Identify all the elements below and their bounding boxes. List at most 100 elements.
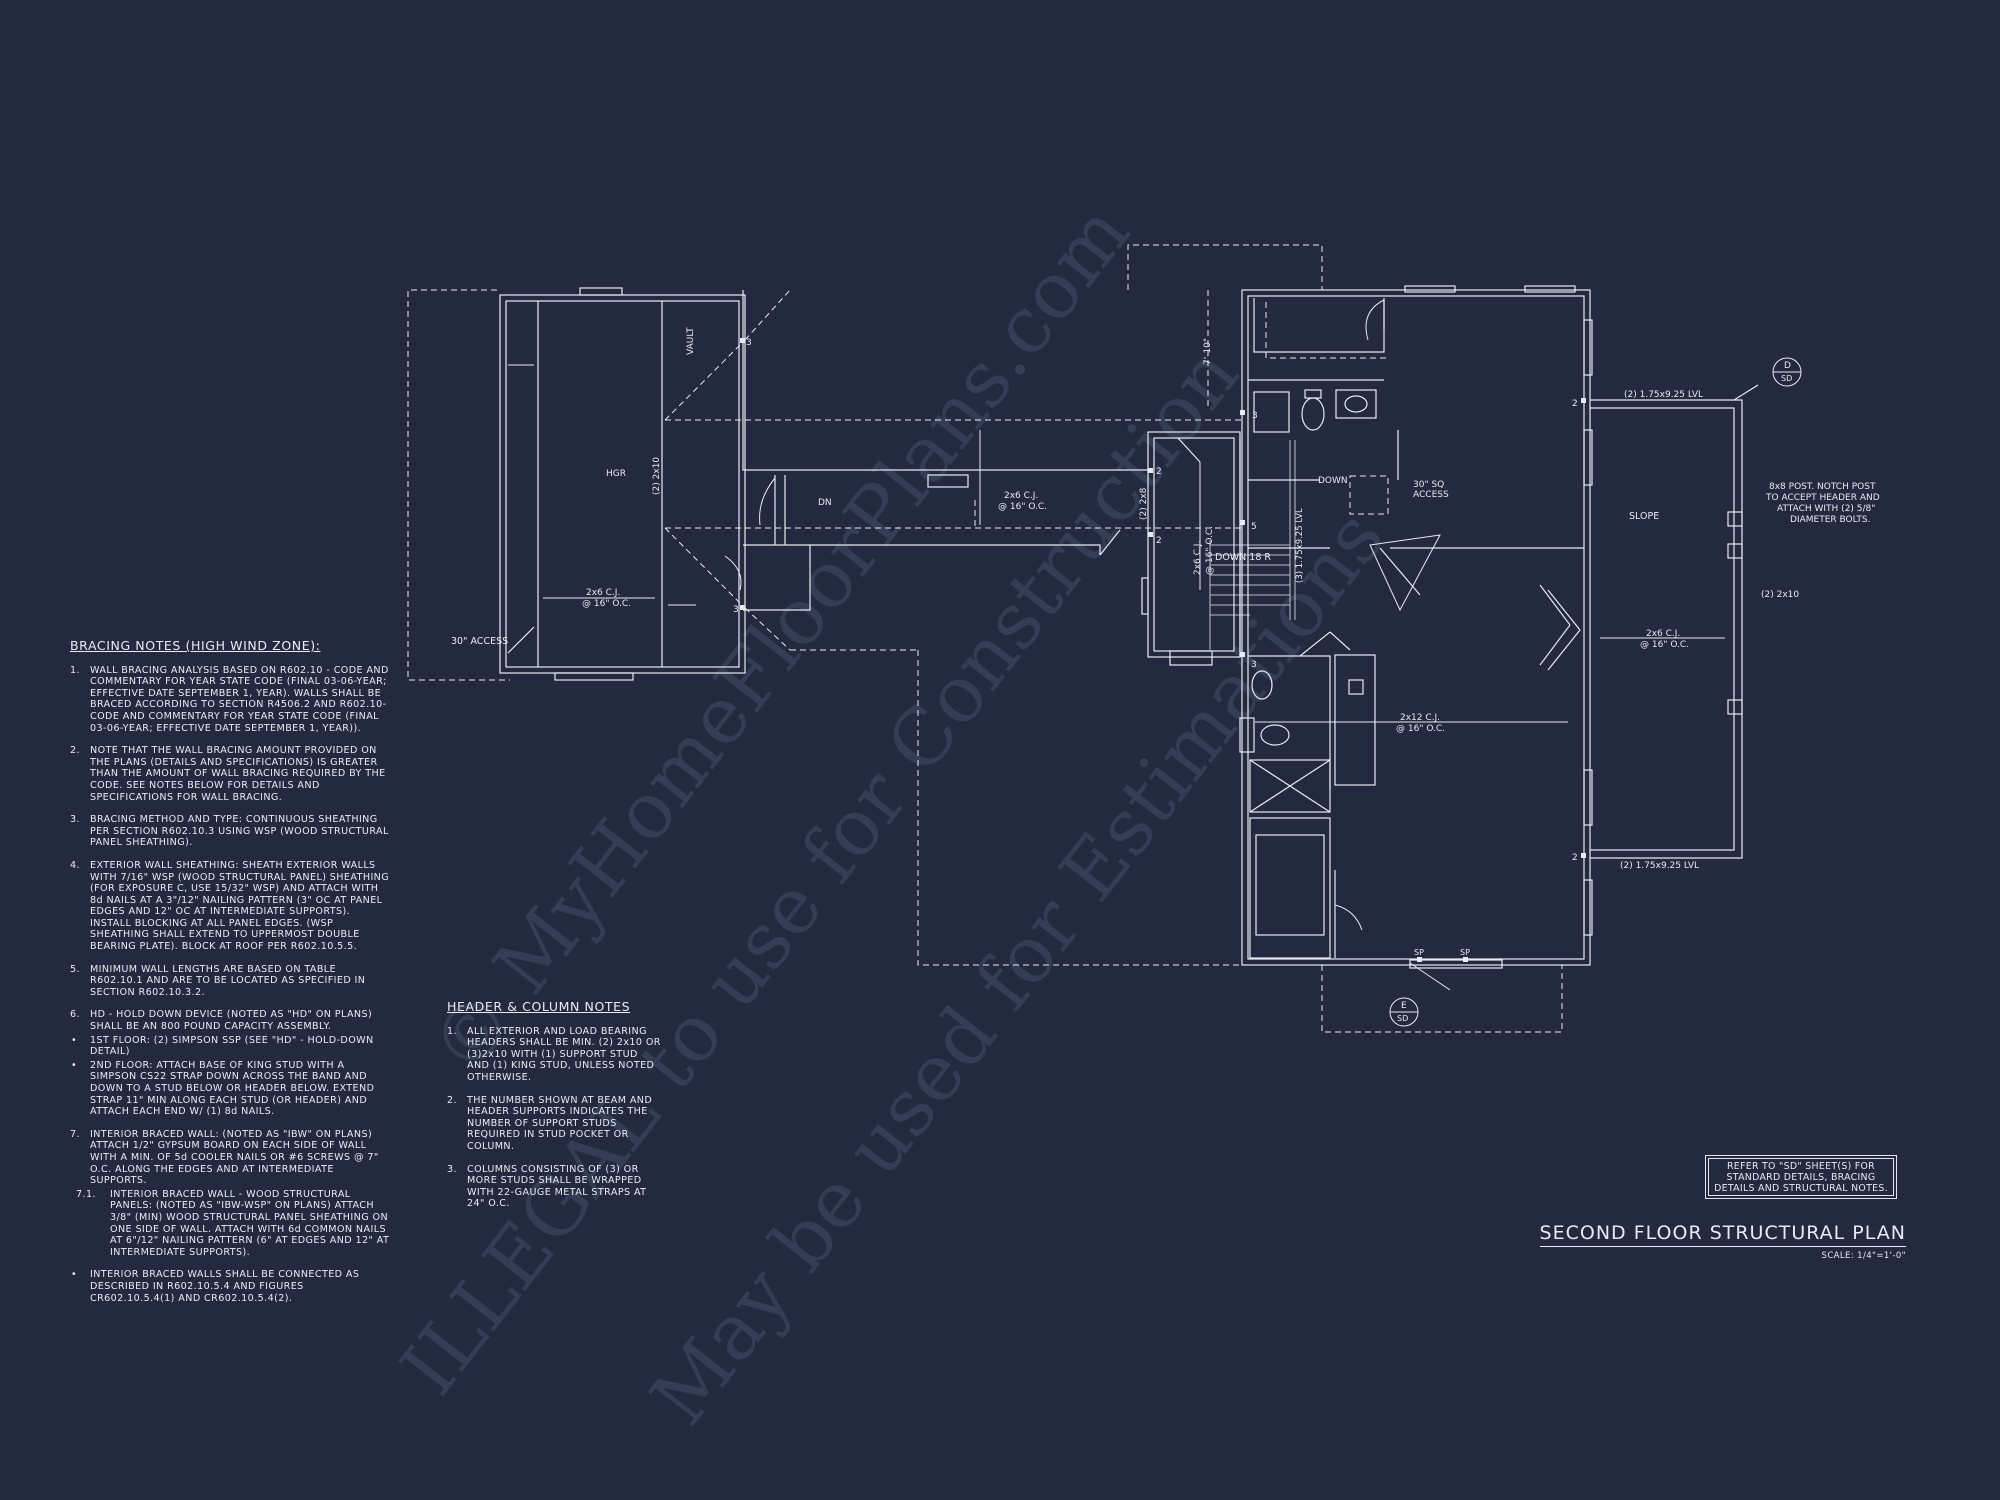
bracing-note-item-text: 1ST FLOOR: (2) SIMPSON SSP (SEE "HD" - H… bbox=[90, 1034, 374, 1058]
stud-count-3: 2 bbox=[1156, 467, 1162, 477]
label-access-sq2: ACCESS bbox=[1413, 490, 1449, 500]
header-note-item: 2. THE NUMBER SHOWN AT BEAM AND HEADER SU… bbox=[447, 1095, 662, 1153]
sd-reference-box: REFER TO "SD" SHEET(S) FOR STANDARD DETA… bbox=[1705, 1155, 1897, 1199]
label-post-note-3: ATTACH WITH (2) 5/8" bbox=[1777, 504, 1875, 514]
bracing-note-item-text: BRACING METHOD AND TYPE: CONTINUOUS SHEA… bbox=[90, 814, 389, 849]
label-lvl-bottom: (2) 1.75x9.25 LVL bbox=[1620, 861, 1699, 871]
header-note-item: 1. ALL EXTERIOR AND LOAD BEARING HEADERS … bbox=[447, 1026, 662, 1084]
label-lvl-stair: (3) 1.75x9.25 LVL bbox=[1295, 508, 1305, 583]
bracing-note-item-number: 6. bbox=[70, 1009, 80, 1021]
plan-scale: SCALE: 1/4"=1'-0" bbox=[1821, 1251, 1906, 1261]
label-down-stair: DOWN 18 R bbox=[1215, 552, 1271, 563]
label-access-sq: 30" SQ bbox=[1413, 480, 1444, 490]
stair-treads bbox=[1209, 440, 1296, 650]
label-slope: SLOPE bbox=[1629, 511, 1659, 522]
bracing-note-item: 5. MINIMUM WALL LENGTHS ARE BASED ON TABL… bbox=[70, 964, 390, 999]
label-cj-mid: 2x6 C.J. bbox=[1004, 491, 1038, 501]
label-cj-left-oc: @ 16" O.C. bbox=[582, 599, 631, 609]
section-tag-e bbox=[1389, 997, 1419, 1027]
bracing-note-item: 1. WALL BRACING ANALYSIS BASED ON R602.10… bbox=[70, 665, 390, 735]
bracing-note-item: 6. HD - HOLD DOWN DEVICE (NOTED AS "HD" O… bbox=[70, 1009, 390, 1032]
section-tag-d bbox=[1772, 357, 1802, 387]
bracing-notes-title: BRACING NOTES (HIGH WIND ZONE): bbox=[70, 638, 321, 653]
right-block-walls bbox=[1239, 285, 1593, 969]
bracing-note-item-text: NOTE THAT THE WALL BRACING AMOUNT PROVID… bbox=[90, 745, 386, 803]
header-note-item: 3.COLUMNS CONSISTING OF (3) OR MORE STUD… bbox=[447, 1164, 662, 1210]
label-cj-mid-oc: @ 16" O.C. bbox=[998, 502, 1047, 512]
label-sp-1: SP bbox=[1414, 948, 1424, 957]
stud-count-6: 5 bbox=[1251, 522, 1257, 532]
label-hgr: HGR bbox=[606, 469, 626, 479]
bracing-note-item-text: WALL BRACING ANALYSIS BASED ON R602.10 -… bbox=[90, 664, 389, 734]
bracing-note-item-number: 5. bbox=[70, 963, 80, 975]
header-note-item-text: ALL EXTERIOR AND LOAD BEARING HEADERS SH… bbox=[467, 1025, 661, 1083]
center-bridge-walls bbox=[724, 290, 1148, 611]
stud-count-2: 3 bbox=[733, 605, 739, 615]
bracing-note-item-text: INTERIOR BRACED WALLS SHALL BE CONNECTED… bbox=[90, 1269, 360, 1304]
bracing-note-item-text: HD - HOLD DOWN DEVICE (NOTED AS "HD" ON … bbox=[90, 1009, 373, 1033]
header-column-notes: HEADER & COLUMN NOTES 1. ALL EXTERIOR AND… bbox=[447, 999, 662, 1221]
bracing-notes: BRACING NOTES (HIGH WIND ZONE): 1. WALL B… bbox=[70, 638, 390, 1315]
label-cj-stair-oc: @ 16" O.C. bbox=[1205, 526, 1215, 575]
bracing-note-item-text: INTERIOR BRACED WALL: (NOTED AS "IBW" ON… bbox=[90, 1128, 379, 1187]
stair-core-walls bbox=[1141, 431, 1296, 666]
label-post-note-1: 8x8 POST. NOTCH POST bbox=[1769, 482, 1876, 492]
bracing-note-item: 2. NOTE THAT THE WALL BRACING AMOUNT PROV… bbox=[70, 745, 390, 803]
header-notes-list: 1. ALL EXTERIOR AND LOAD BEARING HEADERS … bbox=[447, 1026, 662, 1210]
label-access-30: 30" ACCESS bbox=[451, 636, 508, 647]
tag-d-bottom: SD bbox=[1781, 374, 1792, 383]
label-header-2x10: (2) 2x10 bbox=[652, 457, 662, 495]
label-cj-left: 2x6 C.J. bbox=[586, 588, 620, 598]
header-note-item-number: 2. bbox=[447, 1094, 457, 1106]
label-cj-main-oc: @ 16" O.C. bbox=[1396, 724, 1445, 734]
bracing-notes-list: 1. WALL BRACING ANALYSIS BASED ON R602.10… bbox=[70, 665, 390, 1305]
bracing-note-item-number: 7.1. bbox=[76, 1188, 96, 1200]
bracing-note-item: 4. EXTERIOR WALL SHEATHING: SHEATH EXTERI… bbox=[70, 860, 390, 953]
label-cj-stair: 2x6 C.J. bbox=[1193, 541, 1203, 575]
plan-title: SECOND FLOOR STRUCTURAL PLAN bbox=[1530, 1222, 1906, 1247]
header-note-item-text: THE NUMBER SHOWN AT BEAM AND HEADER SUPP… bbox=[467, 1094, 653, 1152]
bracing-note-item-number: 7. bbox=[70, 1128, 80, 1140]
bracing-note-item: 7.1. INTERIOR BRACED WALL - WOOD STRUCTUR… bbox=[70, 1189, 390, 1259]
label-vault: VAULT bbox=[686, 327, 696, 355]
stud-count-1: 3 bbox=[746, 338, 752, 348]
label-post-note-4: DIAMETER BOLTS. bbox=[1790, 515, 1870, 525]
label-dim-7-10: 7'-10" bbox=[1203, 338, 1213, 365]
bracing-note-item-number: • bbox=[71, 1059, 78, 1071]
bracing-note-item-text: MINIMUM WALL LENGTHS ARE BASED ON TABLE … bbox=[90, 963, 366, 998]
label-cj-porch-oc: @ 16" O.C. bbox=[1640, 640, 1689, 650]
stud-count-8: 2 bbox=[1572, 399, 1578, 409]
stud-count-5: 3 bbox=[1252, 411, 1258, 421]
tag-e-bottom: SD bbox=[1397, 1014, 1408, 1023]
header-note-item-text: COLUMNS CONSISTING OF (3) OR MORE STUDS … bbox=[467, 1163, 647, 1210]
bracing-note-item-text: EXTERIOR WALL SHEATHING: SHEATH EXTERIOR… bbox=[90, 859, 390, 953]
porch-outline bbox=[1590, 384, 1759, 859]
stud-count-9: 2 bbox=[1572, 853, 1578, 863]
stud-count-4: 2 bbox=[1156, 536, 1162, 546]
label-cj-porch: 2x6 C.J. bbox=[1646, 629, 1680, 639]
bracing-note-item-text: INTERIOR BRACED WALL - WOOD STRUCTURAL P… bbox=[110, 1188, 390, 1258]
stud-markers bbox=[740, 338, 1586, 962]
bracing-note-item: •1ST FLOOR: (2) SIMPSON SSP (SEE "HD" - … bbox=[70, 1035, 390, 1058]
stud-count-7: 3 bbox=[1251, 660, 1257, 670]
tag-d-top: D bbox=[1784, 361, 1791, 371]
joist-arrows bbox=[508, 364, 1725, 991]
header-notes-title: HEADER & COLUMN NOTES bbox=[447, 999, 631, 1014]
label-header-porch: (2) 2x10 bbox=[1761, 590, 1799, 600]
bracing-note-item: • 2ND FLOOR: ATTACH BASE OF KING STUD WIT… bbox=[70, 1060, 390, 1118]
bracing-note-item-number: 4. bbox=[70, 859, 80, 871]
plan-title-text: SECOND FLOOR STRUCTURAL PLAN bbox=[1539, 1222, 1906, 1247]
bracing-note-item-number: 2. bbox=[70, 745, 80, 757]
label-post-note-2: TO ACCEPT HEADER AND bbox=[1765, 493, 1880, 503]
label-header-2x8: (2) 2x8 bbox=[1139, 487, 1149, 520]
bracing-note-item-text: 2ND FLOOR: ATTACH BASE OF KING STUD WITH… bbox=[90, 1059, 375, 1118]
header-note-item-number: 1. bbox=[447, 1025, 457, 1037]
left-wing-walls bbox=[499, 287, 746, 681]
label-lvl-top: (2) 1.75x9.25 LVL bbox=[1624, 390, 1703, 400]
label-down-hall: DOWN bbox=[1318, 476, 1348, 486]
label-sp-2: SP bbox=[1460, 948, 1470, 957]
bracing-note-item: 3.BRACING METHOD AND TYPE: CONTINUOUS SH… bbox=[70, 814, 390, 849]
bracing-note-item-number: 1. bbox=[70, 664, 80, 676]
plan-labels: VAULT HGR (2) 2x10 30" ACCESS 2x6 C.J. @… bbox=[451, 327, 1880, 1023]
